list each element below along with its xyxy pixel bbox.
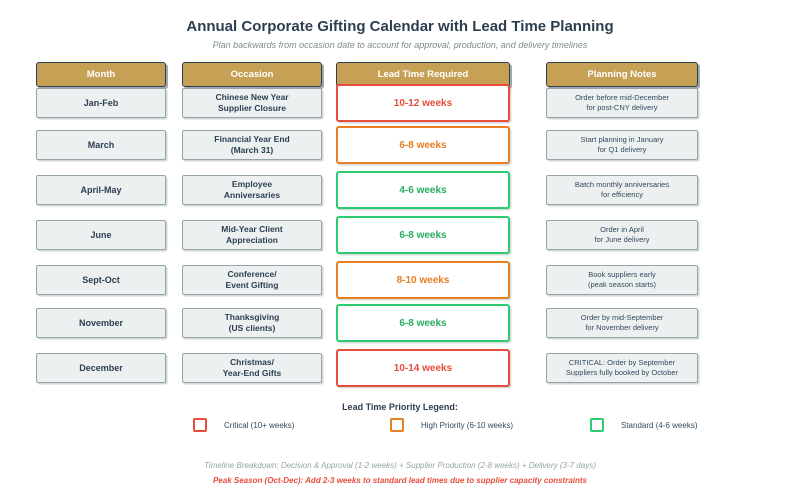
occasion-line: Anniversaries [223, 190, 281, 200]
lead-time-box: 4-6 weeks [336, 171, 510, 209]
note-line: Suppliers fully booked by October [565, 368, 679, 377]
table-row: Jan-Feb Chinese New Year Supplier Closur… [0, 84, 800, 122]
occasion-cell: Chinese New Year Supplier Closure [182, 88, 322, 118]
page-subtitle: Plan backwards from occasion date to acc… [212, 40, 588, 50]
note-line: Batch monthly anniversaries [574, 179, 670, 189]
note-line: for Q1 delivery [597, 145, 647, 154]
planning-notes-cell: Batch monthly anniversaries for efficien… [546, 175, 698, 205]
occasion-line: Conference/ [227, 268, 277, 279]
table-row: March Financial Year End (March 31) 6-8 … [0, 126, 800, 164]
high-priority-swatch-icon [390, 418, 404, 432]
occasion-cell: Financial Year End (March 31) [182, 130, 322, 160]
lead-time-box: 10-12 weeks [336, 84, 510, 122]
occasion-cell: Conference/ Event Gifting [182, 265, 322, 295]
note-line: Order before mid-December [575, 92, 669, 102]
table-row: Sept-Oct Conference/ Event Gifting 8-10 … [0, 261, 800, 299]
lead-time-box: 6-8 weeks [336, 126, 510, 164]
legend-item-standard: Standard (4-6 weeks) [590, 417, 697, 433]
table-row: November Thanksgiving (US clients) 6-8 w… [0, 304, 800, 342]
planning-notes-cell: Order in April for June delivery [546, 220, 698, 250]
occasion-line: Event Gifting [225, 280, 279, 290]
table-row: April-May Employee Anniversaries 4-6 wee… [0, 171, 800, 209]
standard-swatch-icon [590, 418, 604, 432]
occasion-line: Christmas/ [230, 356, 274, 367]
legend-item-high-priority: High Priority (6-10 weeks) [390, 417, 513, 433]
planning-notes-cell: CRITICAL: Order by September Suppliers f… [546, 353, 698, 383]
note-line: Order in April [600, 224, 644, 234]
note-line: Order by mid-September [580, 312, 664, 322]
column-header-lead-time: Lead Time Required [336, 62, 510, 87]
lead-time-box: 10-14 weeks [336, 349, 510, 387]
planning-notes-cell: Start planning in January for Q1 deliver… [546, 130, 698, 160]
occasion-line: Chinese New Year [215, 91, 289, 102]
peak-season-warning: Peak Season (Oct-Dec): Add 2-3 weeks to … [212, 476, 588, 485]
occasion-line: Employee [231, 178, 273, 189]
note-line: Book suppliers early [588, 269, 656, 279]
occasion-line: Appreciation [226, 235, 278, 245]
planning-notes-cell: Order by mid-September for November deli… [546, 308, 698, 338]
note-line: CRITICAL: Order by September [568, 357, 676, 367]
occasion-line: Year-End Gifts [222, 368, 282, 378]
legend-label: Critical (10+ weeks) [224, 420, 295, 430]
legend-label: Standard (4-6 weeks) [621, 420, 698, 430]
occasion-cell: Christmas/ Year-End Gifts [182, 353, 322, 383]
month-cell: Sept-Oct [36, 265, 166, 295]
table-row: December Christmas/ Year-End Gifts 10-14… [0, 349, 800, 387]
occasion-line: Mid-Year Client [221, 223, 283, 234]
occasion-line: Financial Year End [214, 133, 290, 144]
timeline-breakdown-note: Timeline Breakdown: Decision & Approval … [204, 461, 596, 470]
note-line: for November delivery [585, 323, 659, 332]
month-cell: March [36, 130, 166, 160]
planning-notes-cell: Order before mid-December for post-CNY d… [546, 88, 698, 118]
column-header-month: Month [36, 62, 166, 87]
note-line: for June delivery [594, 235, 650, 244]
month-cell: June [36, 220, 166, 250]
month-cell: April-May [36, 175, 166, 205]
occasion-cell: Thanksgiving (US clients) [182, 308, 322, 338]
occasion-line: (US clients) [228, 323, 276, 333]
month-cell: December [36, 353, 166, 383]
lead-time-box: 6-8 weeks [336, 304, 510, 342]
occasion-cell: Employee Anniversaries [182, 175, 322, 205]
table-row: June Mid-Year Client Appreciation 6-8 we… [0, 216, 800, 254]
column-header-occasion: Occasion [182, 62, 322, 87]
month-cell: November [36, 308, 166, 338]
legend-title: Lead Time Priority Legend: [342, 402, 458, 412]
occasion-line: Thanksgiving [224, 311, 280, 322]
lead-time-box: 6-8 weeks [336, 216, 510, 254]
occasion-line: (March 31) [230, 145, 274, 155]
legend-item-critical: Critical (10+ weeks) [193, 417, 294, 433]
page-title: Annual Corporate Gifting Calendar with L… [186, 18, 614, 35]
planning-notes-cell: Book suppliers early (peak season starts… [546, 265, 698, 295]
column-header-planning-notes: Planning Notes [546, 62, 698, 87]
note-line: Start planning in January [580, 134, 664, 144]
occasion-line: Supplier Closure [217, 103, 286, 113]
lead-time-box: 8-10 weeks [336, 261, 510, 299]
note-line: for efficiency [601, 190, 643, 199]
note-line: for post-CNY delivery [586, 103, 658, 112]
note-line: (peak season starts) [588, 280, 656, 289]
legend-label: High Priority (6-10 weeks) [421, 420, 514, 430]
month-cell: Jan-Feb [36, 88, 166, 118]
critical-swatch-icon [193, 418, 207, 432]
occasion-cell: Mid-Year Client Appreciation [182, 220, 322, 250]
